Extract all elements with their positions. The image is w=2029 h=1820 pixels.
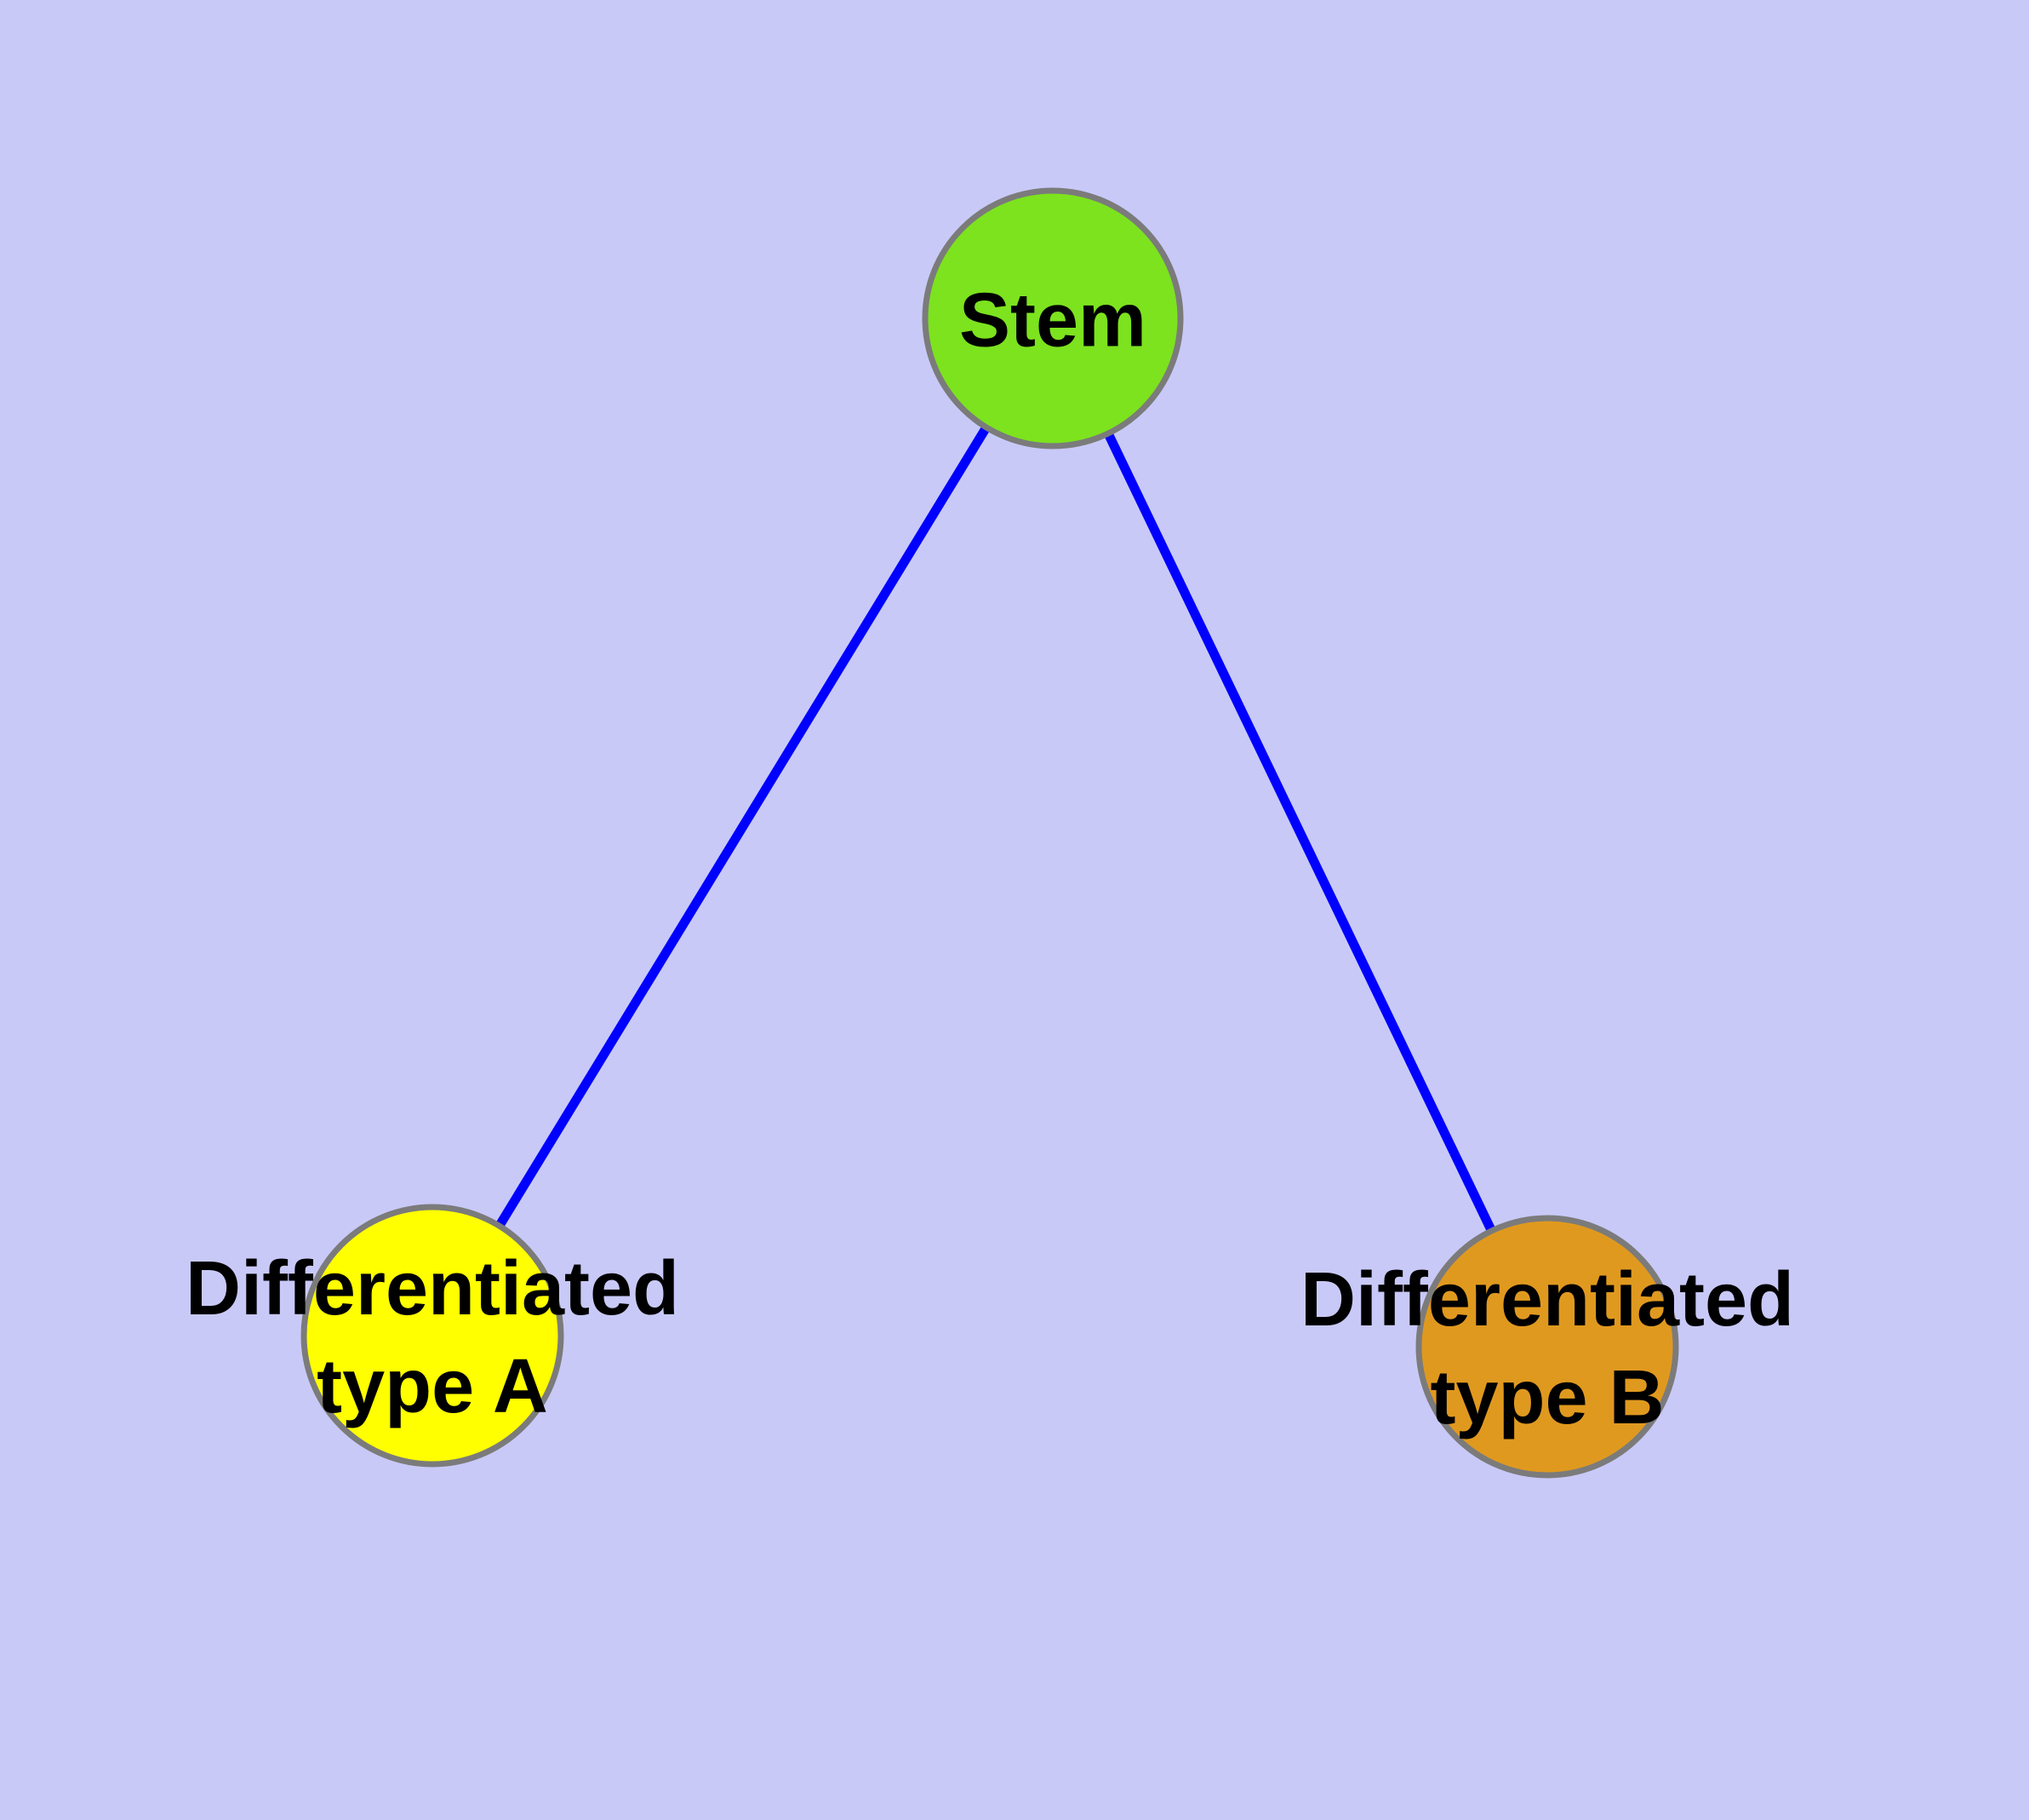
node-stem-circle bbox=[922, 187, 1184, 449]
node-stem-label: Stem bbox=[959, 278, 1146, 363]
edge-stem-type-a bbox=[428, 316, 1057, 1338]
edge-stem-type-b bbox=[1049, 316, 1552, 1349]
edges-layer bbox=[428, 316, 1552, 1349]
node-type-b-circle bbox=[1415, 1215, 1679, 1479]
node-stem: Stem bbox=[922, 187, 1184, 449]
node-type-a-circle bbox=[300, 1204, 564, 1468]
